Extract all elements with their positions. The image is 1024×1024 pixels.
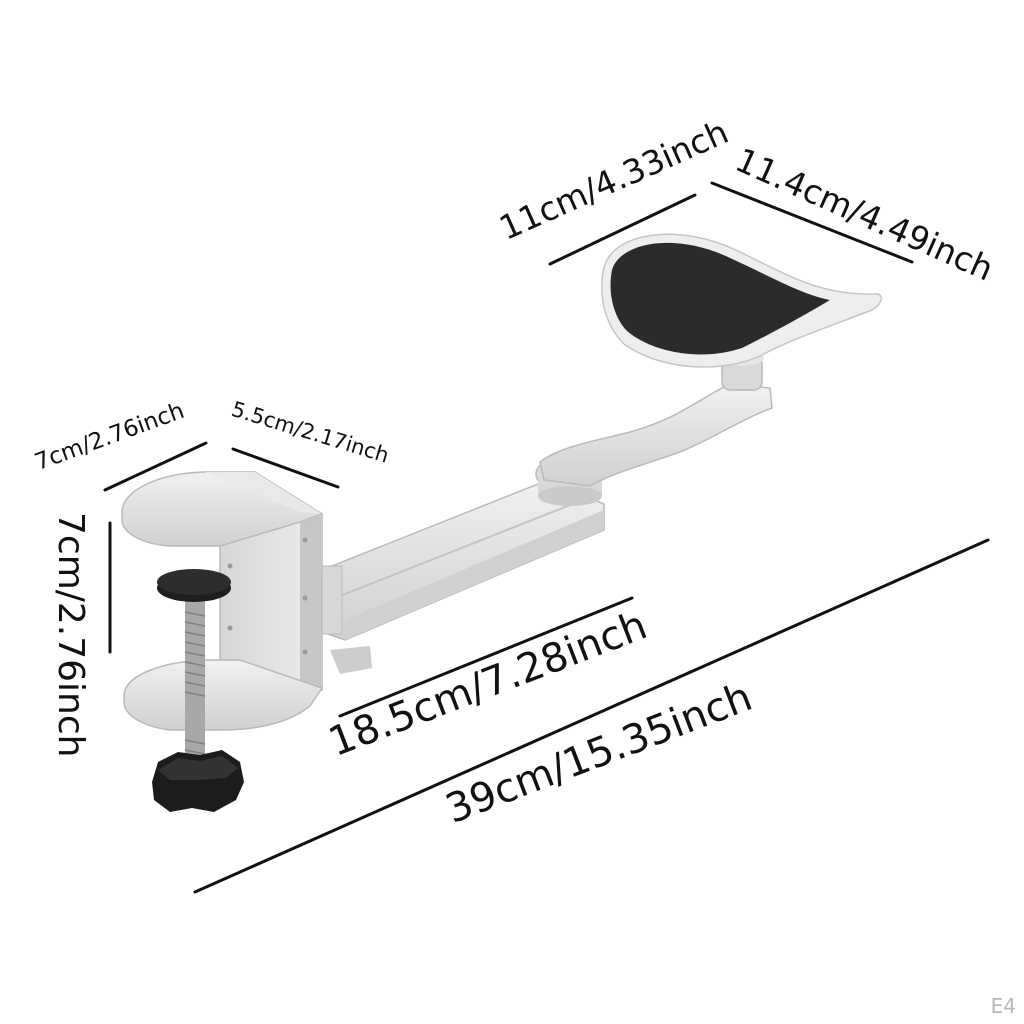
clamp-height-label: 7cm/2.76inch	[50, 512, 91, 758]
dimension-lines	[103, 181, 990, 894]
pad-width-line	[548, 193, 697, 266]
arm-length-line	[338, 596, 634, 718]
desk-clamp	[121, 471, 324, 812]
arm-pad	[601, 233, 883, 368]
total-length-line	[193, 538, 990, 894]
upper-arm	[539, 383, 773, 487]
clamp-bottom-plate	[123, 659, 324, 731]
clamp-depth-line	[231, 447, 340, 489]
watermark: E4	[990, 994, 1016, 1018]
clamp-knob	[152, 750, 244, 812]
arm-pad-cushion	[610, 242, 830, 355]
arm	[321, 350, 773, 674]
clamp-width-line	[103, 441, 208, 492]
pad-length-line	[710, 181, 914, 264]
